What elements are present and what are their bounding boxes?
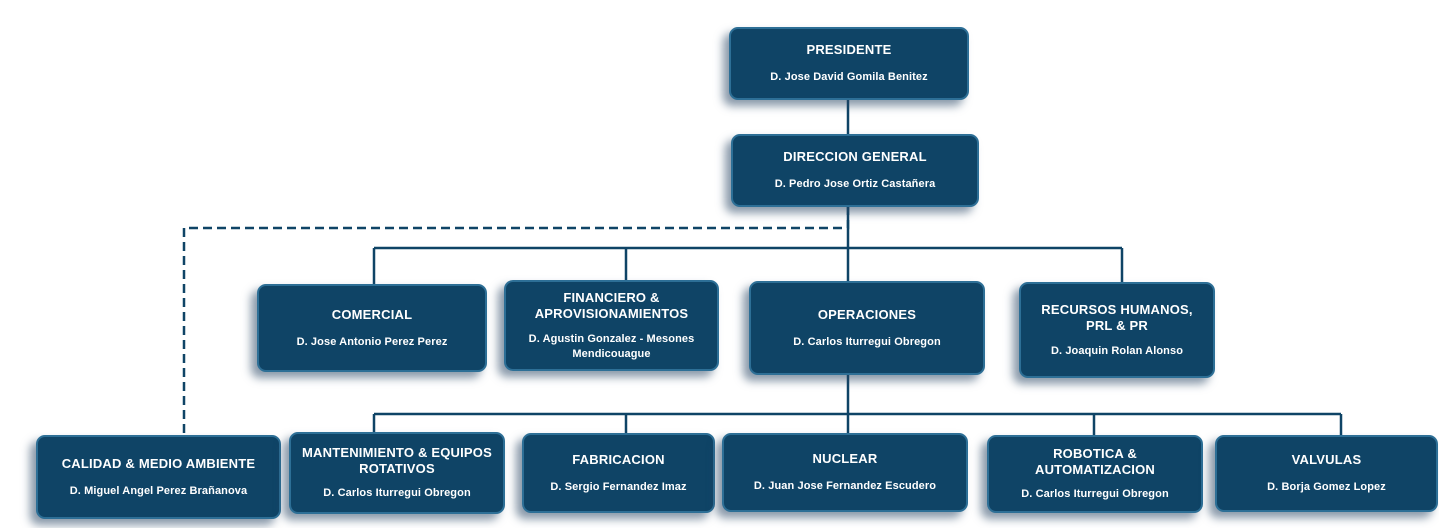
box-person-name: D. Carlos Iturregui Obregon (323, 487, 471, 499)
box-title: PRESIDENTE (806, 42, 892, 57)
box-title: VALVULAS (1291, 452, 1362, 467)
box-fabricacion: FABRICACION D. Sergio Fernandez Imaz (522, 433, 715, 513)
box-calidad: CALIDAD & MEDIO AMBIENTE D. Miguel Angel… (36, 435, 281, 519)
box-recursos-humanos: RECURSOS HUMANOS, PRL & PR D. Joaquin Ro… (1019, 282, 1215, 378)
box-title: FINANCIERO & APROVISIONAMIENTOS (534, 289, 689, 321)
box-direccion-general: DIRECCION GENERAL D. Pedro Jose Ortiz Ca… (731, 134, 979, 207)
box-title: MANTENIMIENTO & EQUIPOS ROTATIVOS (302, 445, 492, 476)
box-financiero: FINANCIERO & APROVISIONAMIENTOS D. Agust… (504, 280, 719, 371)
box-person-name: D. Agustin Gonzalez - Mesones Mendicouag… (528, 332, 695, 360)
box-person-name: D. Borja Gomez Lopez (1267, 481, 1386, 493)
box-presidente: PRESIDENTE D. Jose David Gomila Benitez (729, 27, 969, 100)
box-person-name: D. Pedro Jose Ortiz Castañera (774, 178, 936, 190)
box-title: OPERACIONES (817, 306, 917, 322)
box-title: NUCLEAR (812, 451, 878, 466)
box-person-name: D. Jose David Gomila Benitez (770, 71, 928, 83)
box-person-name: D. Juan Jose Fernandez Escudero (753, 480, 937, 492)
box-robotica: ROBOTICA & AUTOMATIZACION D. Carlos Itur… (987, 435, 1203, 513)
box-person-name: D. Miguel Angel Perez Brañanova (69, 484, 248, 497)
box-title: ROBOTICA & AUTOMATIZACION (1034, 446, 1156, 477)
box-title: RECURSOS HUMANOS, PRL & PR (1041, 301, 1193, 333)
box-person-name: D. Carlos Iturregui Obregon (793, 335, 941, 348)
box-comercial: COMERCIAL D. Jose Antonio Perez Perez (257, 284, 487, 372)
box-person-name: D. Carlos Iturregui Obregon (1021, 488, 1169, 500)
box-title: CALIDAD & MEDIO AMBIENTE (61, 455, 256, 471)
box-operaciones: OPERACIONES D. Carlos Iturregui Obregon (749, 281, 985, 375)
box-title: DIRECCION GENERAL (783, 149, 927, 164)
box-title: COMERCIAL (331, 306, 413, 322)
connector-calidad-dashed (182, 206, 850, 436)
box-person-name: D. Joaquin Rolan Alonso (1050, 344, 1184, 357)
box-person-name: D. Sergio Fernandez Imaz (550, 480, 687, 493)
box-valvulas: VALVULAS D. Borja Gomez Lopez (1215, 435, 1438, 512)
box-mantenimiento: MANTENIMIENTO & EQUIPOS ROTATIVOS D. Car… (289, 432, 505, 514)
box-person-name: D. Jose Antonio Perez Perez (296, 335, 448, 348)
box-nuclear: NUCLEAR D. Juan Jose Fernandez Escudero (722, 433, 968, 512)
box-title: FABRICACION (572, 451, 665, 467)
